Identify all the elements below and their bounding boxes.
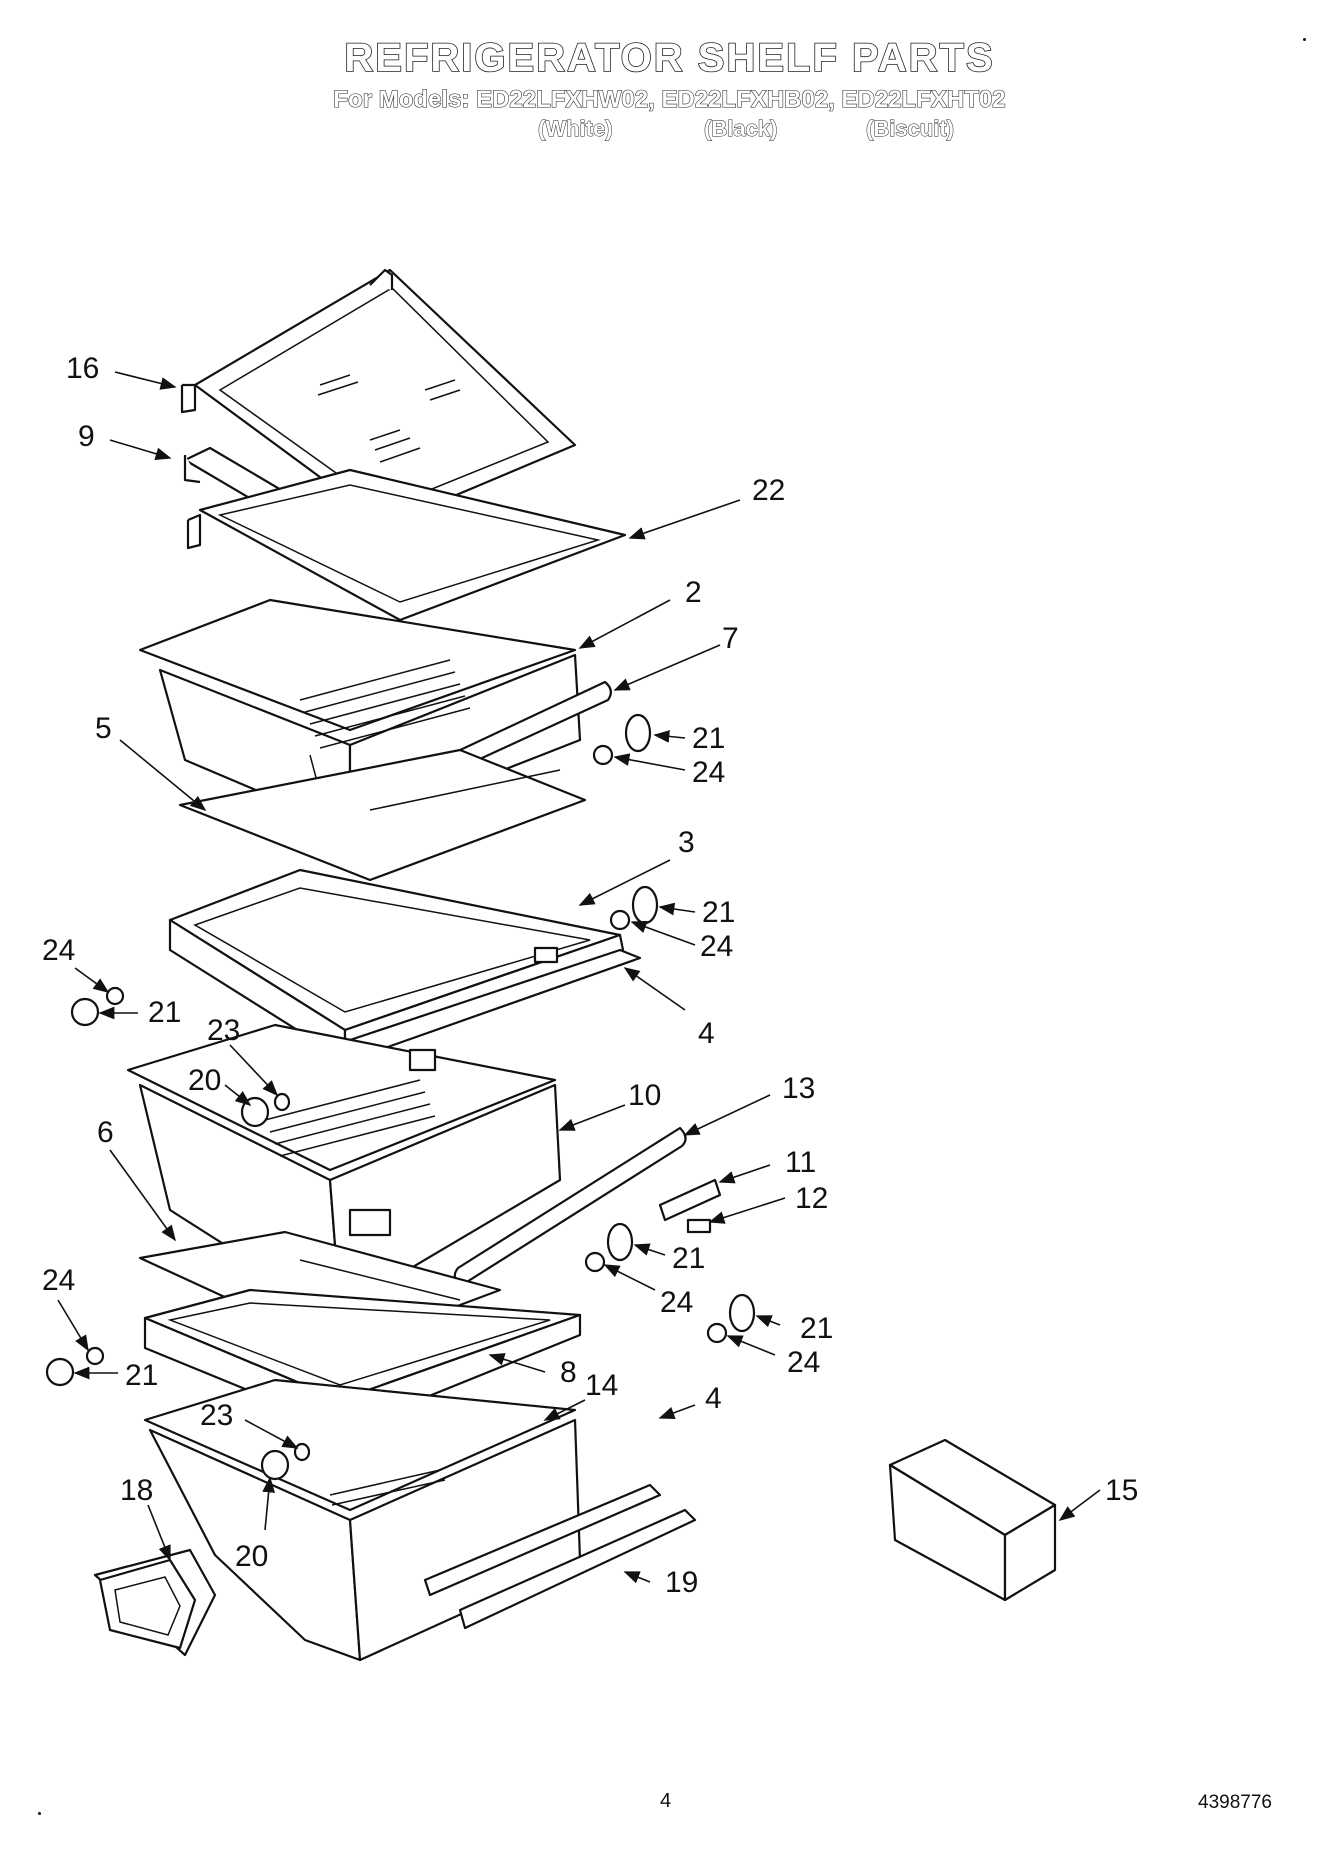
callout-15: 15	[1105, 1474, 1138, 1507]
callout-24-c: 24	[42, 934, 75, 967]
callout-9: 9	[78, 420, 95, 453]
part-4-trim-lower	[423, 1483, 662, 1597]
callout-2: 2	[685, 576, 702, 609]
part-22-shelf-frame	[186, 468, 627, 622]
part-13-handle	[453, 1126, 687, 1287]
callout-24-f: 24	[787, 1346, 820, 1379]
callout-5: 5	[95, 712, 112, 745]
callout-4-a: 4	[698, 1017, 715, 1050]
callout-21-a: 21	[692, 722, 725, 755]
callout-22: 22	[752, 474, 785, 507]
document-number: 4398776	[1198, 1792, 1272, 1813]
models-line: For Models: ED22LFXHW02, ED22LFXHB02, ED…	[333, 85, 1006, 113]
part-5-glass-shelf	[178, 748, 587, 882]
callout-21-c: 21	[148, 996, 181, 1029]
callout-14: 14	[585, 1369, 618, 1402]
callout-24-a: 24	[692, 756, 725, 789]
callout-20-b: 20	[235, 1540, 268, 1573]
part-19-strip	[458, 1508, 697, 1630]
variant-black: (Black)	[703, 116, 778, 142]
scan-speck	[38, 1812, 41, 1815]
callout-24-b: 24	[700, 930, 733, 963]
leader-lines	[57, 371, 1101, 1584]
callout-10: 10	[628, 1079, 661, 1112]
callout-23-b: 23	[200, 1399, 233, 1432]
part-16-shelf-glass	[180, 268, 577, 527]
page-title: REFRIGERATOR SHELF PARTS	[344, 35, 995, 81]
part-11-badge	[658, 1178, 722, 1222]
callout-labels: 16 9 22 2 7 5 21 24 3 21 24 24 21 4 23 2…	[42, 352, 1138, 1599]
page-number: 4	[660, 1790, 672, 1812]
callout-8: 8	[560, 1356, 577, 1389]
callout-6: 6	[97, 1116, 114, 1149]
part-18-frame	[93, 1548, 217, 1657]
variant-biscuit: (Biscuit)	[866, 116, 955, 142]
callout-23-a: 23	[207, 1014, 240, 1047]
callout-3: 3	[678, 826, 695, 859]
callout-20-a: 20	[188, 1064, 221, 1097]
callout-11: 11	[785, 1146, 816, 1179]
callout-16: 16	[66, 352, 99, 385]
scan-speck	[1303, 38, 1306, 41]
callout-7: 7	[722, 622, 739, 655]
variant-white: (White)	[538, 116, 614, 142]
callout-21-f: 21	[800, 1312, 833, 1345]
callout-24-d: 24	[660, 1286, 693, 1319]
callout-24-e: 24	[42, 1264, 75, 1297]
callout-21-d: 21	[672, 1242, 705, 1275]
callout-18: 18	[120, 1474, 153, 1507]
callout-13: 13	[782, 1072, 815, 1105]
callout-4-b: 4	[705, 1382, 722, 1415]
callout-21-b: 21	[702, 896, 735, 929]
callout-19: 19	[665, 1566, 698, 1599]
part-12-badge-clip	[686, 1218, 712, 1234]
callout-12: 12	[795, 1182, 828, 1215]
callout-21-e: 21	[125, 1359, 158, 1392]
part-15-door-bin	[888, 1438, 1057, 1602]
